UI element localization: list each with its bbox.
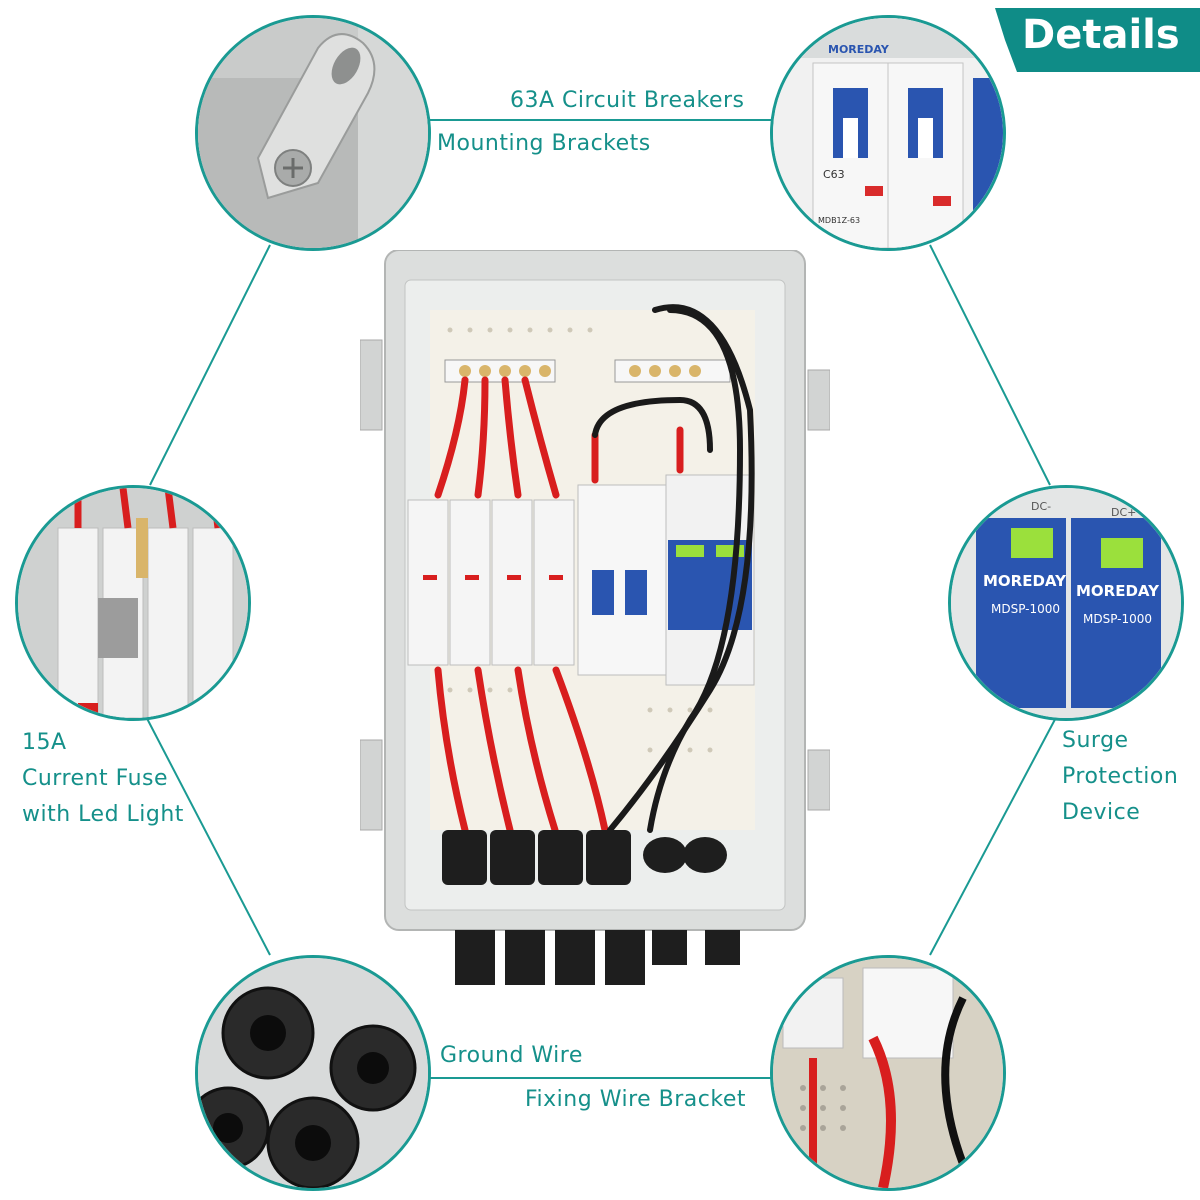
fixing-wire-bracket-closeup	[770, 955, 1006, 1191]
label-ground-wire: Ground Wire	[440, 1043, 583, 1068]
label-circuit-breakers: 63A Circuit Breakers	[510, 88, 745, 113]
label-surge-line2: Protection	[1062, 764, 1179, 789]
details-tag	[995, 8, 1200, 72]
ground-wire-gland-closeup	[195, 955, 431, 1191]
svg-text:MDB1Z-63: MDB1Z-63	[818, 216, 860, 225]
label-fuse-line2: Current Fuse	[22, 766, 169, 791]
svg-text:MDSP-1000: MDSP-1000	[991, 602, 1060, 616]
fuse-closeup	[15, 485, 251, 721]
svg-text:MDSP-1000: MDSP-1000	[1083, 612, 1152, 626]
surge-protection-closeup: MOREDAY MOREDAY MDSP-1000 MDSP-1000 DC- …	[948, 485, 1184, 721]
mounting-bracket-closeup	[195, 15, 431, 251]
label-fuse-line1: 15A	[22, 730, 67, 755]
label-surge-line1: Surge	[1062, 728, 1129, 753]
circuit-breaker-closeup: MOREDAY C63 MDB1Z-63	[770, 15, 1006, 251]
label-fixing-wire-bracket: Fixing Wire Bracket	[525, 1087, 747, 1112]
svg-text:C63: C63	[823, 168, 845, 181]
svg-text:DC-: DC-	[1031, 500, 1051, 513]
label-mounting-brackets: Mounting Brackets	[437, 131, 651, 156]
breaker-brand: MOREDAY	[828, 43, 890, 56]
label-fuse-line3: with Led Light	[22, 802, 184, 827]
label-surge-line3: Device	[1062, 800, 1141, 825]
svg-text:DC+: DC+	[1111, 506, 1136, 519]
svg-text:MOREDAY: MOREDAY	[983, 572, 1067, 590]
details-tag-text: Details	[1022, 12, 1180, 58]
svg-text:MOREDAY: MOREDAY	[1076, 582, 1160, 600]
combiner-box-enclosure	[359, 249, 831, 990]
